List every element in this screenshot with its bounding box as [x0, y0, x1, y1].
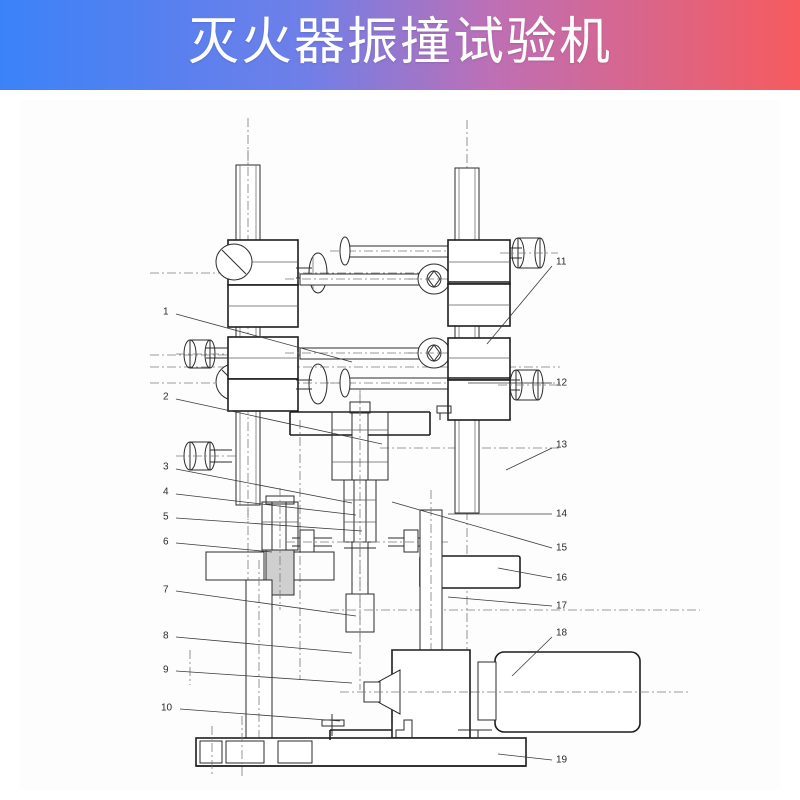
base-plate	[195, 716, 527, 776]
callout-label-7: 7	[163, 585, 169, 596]
callout-label-6: 6	[163, 537, 169, 548]
left-column-post	[235, 150, 261, 520]
callout-label-16: 16	[556, 573, 568, 584]
cross-rod-lower-2	[330, 368, 480, 398]
callout-label-15: 15	[556, 543, 568, 554]
callout-label-19: 19	[556, 755, 568, 766]
callout-label-1: 1	[163, 307, 169, 318]
frame-uprights	[245, 490, 443, 755]
callout-label-8: 8	[163, 631, 169, 642]
knurled-knob-left-lower	[176, 347, 236, 471]
callout-label-11: 11	[556, 257, 567, 268]
lower-left-clamp-block	[227, 336, 299, 412]
callout-label-10: 10	[161, 703, 173, 714]
latch-lever	[321, 714, 345, 736]
callout-group-left: 1 2 3 4 5 6 7 8	[161, 307, 383, 722]
callout-label-9: 9	[163, 665, 169, 676]
rosette-nut-upper	[408, 263, 460, 295]
callout-label-17: 17	[556, 601, 568, 612]
callout-label-12: 12	[556, 378, 568, 389]
callout-label-3: 3	[163, 462, 169, 473]
cam-housing	[321, 649, 480, 739]
callout-label-5: 5	[163, 512, 169, 523]
callout-label-13: 13	[556, 440, 568, 451]
clamp-knob-lower-left	[296, 363, 328, 405]
assembly-drawing: 1 2 3 4 5 6 7 8	[20, 100, 780, 790]
clamp-knob-lower-right	[498, 369, 558, 401]
page-title: 灭火器振撞试验机	[187, 14, 612, 71]
drive-motor	[470, 651, 690, 733]
title-banner: 灭火器振撞试验机	[0, 0, 800, 90]
callout-label-18: 18	[556, 628, 568, 639]
lower-right-clamp-block	[447, 337, 511, 421]
callout-label-14: 14	[556, 509, 568, 520]
technical-drawing-area: 1 2 3 4 5 6 7 8	[0, 90, 800, 800]
section-detail-marks	[262, 429, 388, 523]
impact-cylinder-assembly	[331, 390, 389, 650]
platform-bolt	[436, 405, 452, 420]
callout-label-2: 2	[163, 392, 169, 403]
mid-bracket	[286, 529, 448, 553]
callout-label-4: 4	[163, 487, 169, 498]
upper-right-clamp-block	[447, 239, 511, 327]
clamp-knob-upper-right	[500, 237, 558, 269]
callout-group-right: 11 12 13 14 15 16 17	[391, 257, 568, 766]
base-cross-members	[329, 729, 492, 740]
